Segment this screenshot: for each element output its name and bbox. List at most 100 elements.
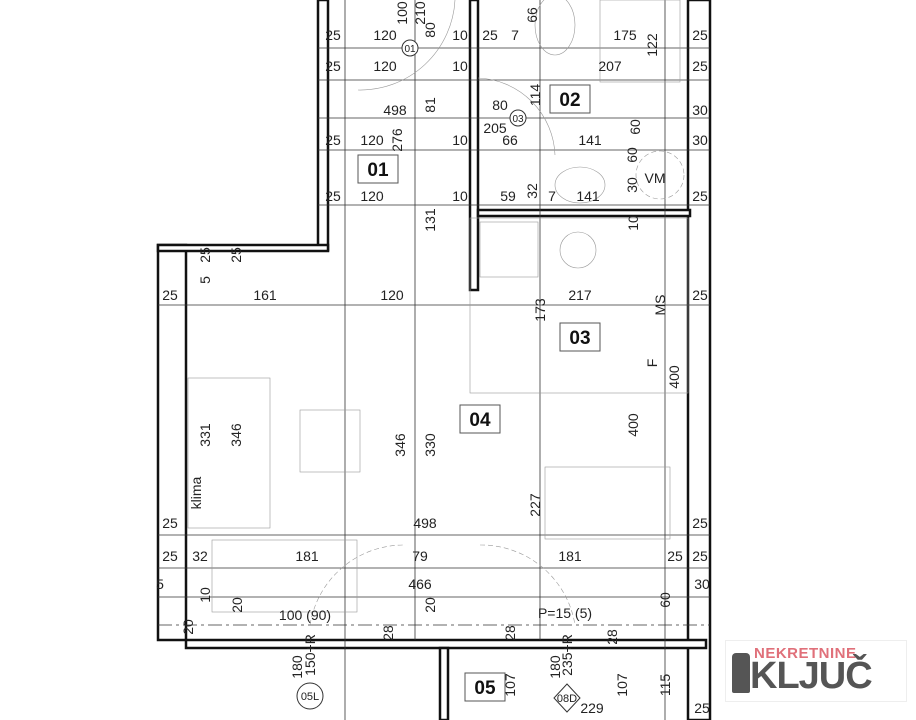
dimension-label: 10 xyxy=(452,188,468,204)
door-marker-03 xyxy=(509,109,527,127)
dimension-label: 498 xyxy=(413,515,437,531)
dimension-label: 346 xyxy=(392,433,408,457)
dimension-label: 141 xyxy=(576,188,600,204)
walls xyxy=(156,0,712,720)
door-swing-03 xyxy=(477,77,556,156)
dimension-label: 161 xyxy=(253,287,277,303)
key-icon xyxy=(732,653,750,693)
bed xyxy=(211,539,358,613)
dimension-label: 181 xyxy=(558,548,582,564)
dimension-label: 227 xyxy=(527,493,543,517)
dimension-label: 32 xyxy=(524,183,540,199)
door-swing-01 xyxy=(357,0,456,91)
dimension-label: 229 xyxy=(580,700,604,716)
dimension-label: 60 xyxy=(627,119,643,135)
dimension-label: 7 xyxy=(548,188,556,204)
dimension-label: 173 xyxy=(532,298,548,322)
shower xyxy=(599,0,681,83)
room-number: 03 xyxy=(569,328,590,349)
dimension-label: 498 xyxy=(383,102,407,118)
dimension-label: 80 xyxy=(492,97,508,113)
dimension-label: 20 xyxy=(180,619,196,635)
wall-top-living xyxy=(156,243,330,253)
dimension-label: 25 xyxy=(692,58,708,74)
table xyxy=(544,466,671,540)
dimension-label: 7 xyxy=(511,27,519,43)
dimension-label: 10 xyxy=(625,215,641,231)
stove xyxy=(479,221,539,278)
dimension-label: 122 xyxy=(644,33,660,57)
markers: 01 03 05L 08D xyxy=(296,39,581,713)
dimension-label: 150+R xyxy=(302,634,318,676)
window-swing-right xyxy=(479,544,576,626)
dimension-label: 10 xyxy=(452,27,468,43)
dimension-label: 59 xyxy=(500,188,516,204)
dimension-label: 10 xyxy=(452,58,468,74)
washbasin xyxy=(554,166,606,204)
dimension-label: 25 xyxy=(228,247,244,263)
dimension-label: 115 xyxy=(657,674,673,697)
dimension-label: 400 xyxy=(666,365,682,389)
dimension-label: 181 xyxy=(295,548,319,564)
dimension-label: 175 xyxy=(613,27,637,43)
room-number: 05 xyxy=(474,678,496,699)
dimension-label: 466 xyxy=(408,576,432,592)
dimension-label: 60 xyxy=(657,592,673,608)
dimension-label: 120 xyxy=(360,132,384,148)
dimension-label: 100 (90) xyxy=(279,607,331,623)
dimension-label: 120 xyxy=(360,188,384,204)
dimension-label: 25 xyxy=(692,548,708,564)
room-box xyxy=(559,322,601,352)
dimension-label: 66 xyxy=(524,7,540,23)
wall-bath-01 xyxy=(468,0,480,292)
door-marker-01-label: 01 xyxy=(404,44,416,55)
dimension-label: P=15 (5) xyxy=(538,605,592,621)
kitchen-counter xyxy=(469,217,689,394)
dimension-label: 25 xyxy=(325,132,341,148)
door-marker-01 xyxy=(401,39,419,57)
dimension-label: 25 xyxy=(694,700,710,716)
dimension-label: 331 xyxy=(197,423,213,447)
dimension-label: 60 xyxy=(624,147,640,163)
dimension-label: 30 xyxy=(624,177,640,193)
dimension-label: 25 xyxy=(325,58,341,74)
room-box xyxy=(549,84,591,114)
wall-bath-lower xyxy=(476,208,692,218)
dimension-label: 66 xyxy=(502,132,518,148)
dimension-label: 141 xyxy=(578,132,602,148)
dimension-label: 217 xyxy=(568,287,592,303)
toilet xyxy=(534,0,576,56)
dimension-label: 180 xyxy=(289,655,305,679)
dimension-label: 207 xyxy=(598,58,622,74)
coffee-table xyxy=(299,409,361,473)
grid-lines xyxy=(158,0,710,720)
dimension-label: 210 xyxy=(412,1,428,25)
dimension-label: 30 xyxy=(694,576,710,592)
dimension-label: 25 xyxy=(667,548,683,564)
dimension-label: MS xyxy=(652,295,668,316)
logo-main-text: KLJUČ xyxy=(750,655,873,697)
dimension-label: 30 xyxy=(692,132,708,148)
dimension-label: 30 xyxy=(692,102,708,118)
dimension-label: klima xyxy=(188,476,204,509)
dimension-label: 32 xyxy=(192,548,208,564)
furniture xyxy=(187,0,689,626)
window-swing-left xyxy=(309,544,406,626)
dimension-label: 205 xyxy=(483,120,507,136)
dimension-label: 25 xyxy=(692,188,708,204)
logo-top-text: NEKRETNINE xyxy=(754,645,857,662)
logo: NEKRETNINE KLJUČ xyxy=(725,640,907,702)
wall-balcony-left xyxy=(438,646,450,720)
window-marker-08D-label: 08D xyxy=(557,693,577,705)
dimension-label: 25 xyxy=(692,27,708,43)
dimension-label: 100 xyxy=(394,1,410,25)
dimension-label: 25 xyxy=(197,247,213,263)
dimension-label: 276 xyxy=(389,128,405,152)
room-box xyxy=(357,154,399,184)
dimension-label: 5 xyxy=(156,576,164,592)
dimension-label: 107 xyxy=(502,673,518,697)
dimension-label: 25 xyxy=(162,548,178,564)
room-number: 04 xyxy=(469,410,491,431)
